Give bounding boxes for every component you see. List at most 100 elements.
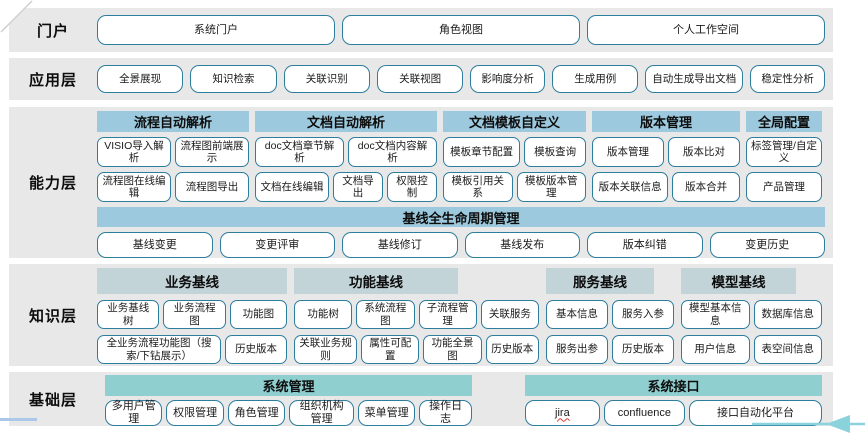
btn-tablespace-info[interactable]: 表空间信息 (753, 335, 822, 364)
btn-model-basic-info[interactable]: 模型基本信息 (681, 300, 750, 329)
btn-version-compare[interactable]: 版本比对 (668, 137, 740, 167)
btn-product-management[interactable]: 产品管理 (746, 172, 822, 202)
btn-related-business-rule[interactable]: 关联业务规则 (294, 335, 358, 364)
btn-user-info[interactable]: 用户信息 (681, 335, 750, 364)
group-header-global-config: 全局配置 (746, 111, 822, 132)
btn-jira[interactable]: jira (525, 400, 600, 426)
group-system-interface: 系统接口 jira confluence 接口自动化平台 (525, 375, 822, 426)
btn-role-view[interactable]: 角色视图 (342, 15, 580, 45)
group-header-process-auto-parse: 流程自动解析 (97, 111, 249, 132)
layer-band-knowledge: 知识层 业务基线 业务基线树 业务流程图 功能图 全业务流程功能图（搜索/下钻展… (9, 264, 833, 366)
btn-permission-management[interactable]: 权限管理 (166, 400, 224, 426)
group-header-model-baseline: 模型基线 (681, 268, 796, 294)
group-header-doc-template-custom: 文档模板自定义 (443, 111, 586, 132)
btn-service-input-param[interactable]: 服务入参 (612, 300, 674, 329)
corner-fold-decoration (0, 0, 34, 34)
layer-label-foundation: 基础层 (28, 391, 77, 409)
layer-band-capability: 能力层 流程自动解析 VISIO导入解析 流程图前端展示 流程图在线编辑 流程图… (9, 107, 833, 258)
btn-function-panorama[interactable]: 功能全景图 (423, 335, 482, 364)
btn-doc-chapter-parse[interactable]: doc文档章节解析 (255, 137, 344, 167)
btn-attribute-configurable[interactable]: 属性可配置 (361, 335, 420, 364)
btn-relation-view[interactable]: 关联视图 (376, 65, 464, 93)
btn-related-service[interactable]: 关联服务 (480, 300, 539, 329)
btn-operation-log[interactable]: 操作日志 (419, 400, 472, 426)
btn-baseline-change[interactable]: 基线变更 (97, 232, 213, 258)
btn-api-automation-platform[interactable]: 接口自动化平台 (688, 400, 822, 426)
btn-function-diagram[interactable]: 功能图 (229, 300, 287, 329)
btn-change-review[interactable]: 变更评审 (219, 232, 335, 258)
btn-basic-info[interactable]: 基本信息 (546, 300, 608, 329)
capability-content: 流程自动解析 VISIO导入解析 流程图前端展示 流程图在线编辑 流程图导出 文… (97, 107, 833, 258)
group-header-system-management: 系统管理 (105, 375, 472, 396)
btn-history-version-business[interactable]: 历史版本 (225, 335, 287, 364)
btn-relation-identify[interactable]: 关联识别 (283, 65, 370, 93)
btn-baseline-revise[interactable]: 基线修订 (342, 232, 458, 258)
btn-role-management[interactable]: 角色管理 (227, 400, 286, 426)
btn-system-portal[interactable]: 系统门户 (97, 15, 335, 45)
btn-service-output-param[interactable]: 服务出参 (546, 335, 608, 364)
btn-visio-import-parse[interactable]: VISIO导入解析 (97, 137, 171, 167)
btn-doc-content-parse[interactable]: doc文档内容解析 (348, 137, 437, 167)
btn-personal-workspace[interactable]: 个人工作空间 (587, 15, 825, 45)
btn-flow-diagram-frontend-display[interactable]: 流程图前端展示 (175, 137, 249, 167)
btn-multi-user-management[interactable]: 多用户管理 (105, 400, 163, 426)
btn-business-flow-diagram[interactable]: 业务流程图 (163, 300, 226, 329)
group-header-function-baseline: 功能基线 (294, 268, 458, 294)
btn-auto-generate-export-doc[interactable]: 自动生成导出文档 (645, 65, 744, 93)
group-function-baseline: 功能基线 功能树 系统流程图 子流程管理 关联服务 关联业务规则 属性可配置 功… (294, 268, 539, 364)
bottom-right-arrow (752, 415, 865, 433)
btn-template-query[interactable]: 模板查询 (524, 137, 586, 167)
btn-flow-diagram-export[interactable]: 流程图导出 (175, 172, 249, 202)
group-version-management: 版本管理 版本管理 版本比对 版本关联信息 版本合并 (592, 111, 740, 202)
btn-change-history[interactable]: 变更历史 (709, 232, 825, 258)
group-doc-auto-parse: 文档自动解析 doc文档章节解析 doc文档内容解析 文档在线编辑 文档导出 权… (255, 111, 437, 202)
group-header-doc-auto-parse: 文档自动解析 (255, 111, 437, 132)
btn-system-flow-diagram[interactable]: 系统流程图 (356, 300, 415, 329)
btn-generate-usecase[interactable]: 生成用例 (552, 65, 639, 93)
btn-menu-management[interactable]: 菜单管理 (357, 400, 416, 426)
btn-database-info[interactable]: 数据库信息 (753, 300, 822, 329)
btn-subflow-management[interactable]: 子流程管理 (418, 300, 477, 329)
btn-doc-online-edit[interactable]: 文档在线编辑 (255, 172, 329, 202)
layer-band-application: 应用层 全景展现 知识检索 关联识别 关联视图 影响度分析 生成用例 自动生成导… (9, 58, 833, 100)
group-doc-template-custom: 文档模板自定义 模板章节配置 模板查询 模板引用关系 模板版本管理 (443, 111, 586, 202)
group-header-service-baseline: 服务基线 (546, 268, 654, 294)
btn-flow-diagram-online-edit[interactable]: 流程图在线编辑 (97, 172, 171, 202)
btn-stability-analysis[interactable]: 稳定性分析 (750, 65, 826, 93)
group-header-business-baseline: 业务基线 (97, 268, 287, 294)
application-buttons-row: 全景展现 知识检索 关联识别 关联视图 影响度分析 生成用例 自动生成导出文档 … (97, 58, 833, 100)
foundation-groups: 系统管理 多用户管理 权限管理 角色管理 组织机构管理 菜单管理 操作日志 系统… (97, 372, 833, 426)
btn-history-version-service[interactable]: 历史版本 (612, 335, 674, 364)
group-business-baseline: 业务基线 业务基线树 业务流程图 功能图 全业务流程功能图（搜索/下钻展示） 历… (97, 268, 287, 364)
btn-org-structure-management[interactable]: 组织机构管理 (289, 400, 354, 426)
group-system-management: 系统管理 多用户管理 权限管理 角色管理 组织机构管理 菜单管理 操作日志 (105, 375, 472, 426)
layer-label-knowledge: 知识层 (28, 307, 77, 325)
layer-band-portal: 门户 系统门户 角色视图 个人工作空间 (9, 8, 833, 52)
btn-template-reference-relation[interactable]: 模板引用关系 (443, 172, 513, 202)
btn-impact-analysis[interactable]: 影响度分析 (470, 65, 546, 93)
knowledge-groups: 业务基线 业务基线树 业务流程图 功能图 全业务流程功能图（搜索/下钻展示） 历… (97, 264, 833, 366)
btn-template-chapter-config[interactable]: 模板章节配置 (443, 137, 521, 167)
btn-version-merge[interactable]: 版本合并 (672, 172, 740, 202)
btn-function-tree[interactable]: 功能树 (294, 300, 353, 329)
btn-confluence[interactable]: confluence (603, 400, 685, 426)
btn-version-management[interactable]: 版本管理 (592, 137, 664, 167)
btn-business-baseline-tree[interactable]: 业务基线树 (97, 300, 160, 329)
btn-permission-control[interactable]: 权限控制 (387, 172, 437, 202)
btn-version-relation-info[interactable]: 版本关联信息 (592, 172, 669, 202)
baseline-lifecycle-header: 基线全生命周期管理 (97, 207, 825, 227)
btn-panorama-display[interactable]: 全景展现 (97, 65, 184, 93)
btn-baseline-release[interactable]: 基线发布 (464, 232, 580, 258)
btn-doc-export[interactable]: 文档导出 (333, 172, 383, 202)
btn-full-business-flow-function-diagram[interactable]: 全业务流程功能图（搜索/下钻展示） (97, 335, 222, 364)
group-global-config: 全局配置 标签管理/自定义 产品管理 (746, 111, 822, 202)
btn-tag-management-custom[interactable]: 标签管理/自定义 (746, 137, 822, 167)
group-process-auto-parse: 流程自动解析 VISIO导入解析 流程图前端展示 流程图在线编辑 流程图导出 (97, 111, 249, 202)
group-header-system-interface: 系统接口 (525, 375, 822, 396)
btn-version-correction[interactable]: 版本纠错 (587, 232, 703, 258)
btn-knowledge-search[interactable]: 知识检索 (190, 65, 277, 93)
btn-history-version-function[interactable]: 历史版本 (485, 335, 539, 364)
jira-label: jira (555, 406, 570, 419)
btn-template-version-management[interactable]: 模板版本管理 (516, 172, 586, 202)
